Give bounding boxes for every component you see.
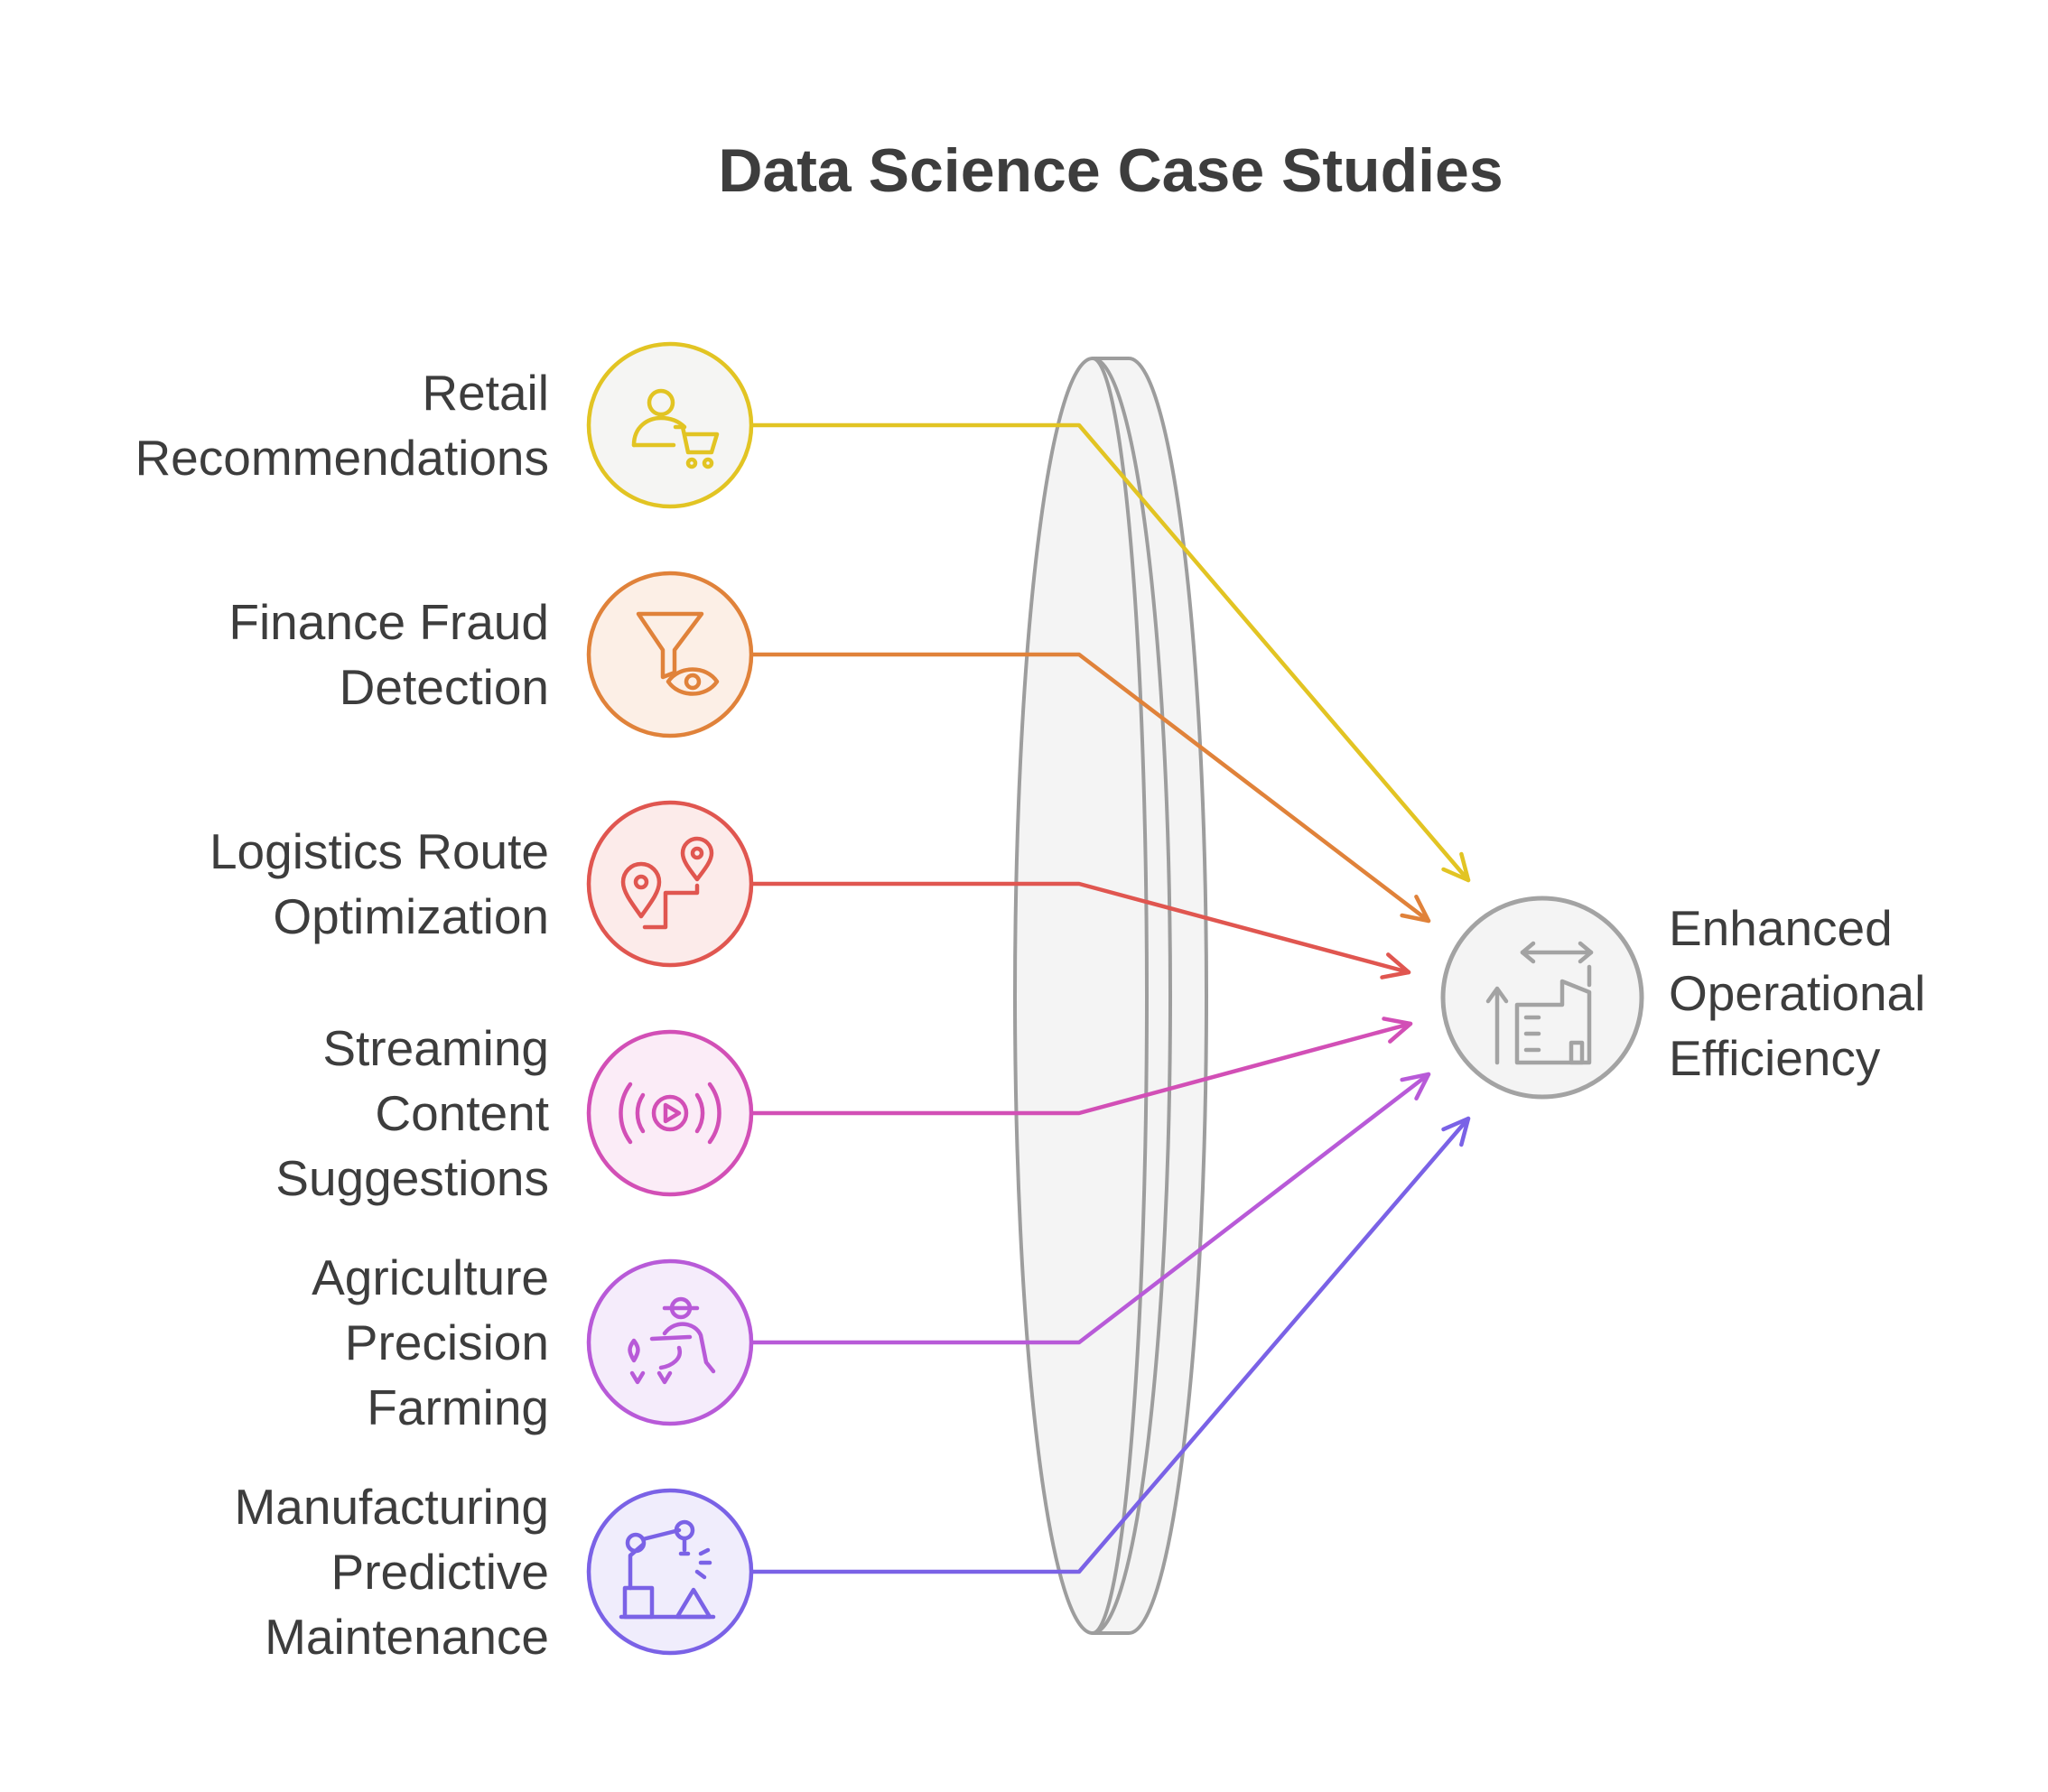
connector-arrow (749, 422, 1471, 883)
connector-line (749, 1021, 1413, 1116)
case-study-circle (586, 800, 754, 968)
connector-line (749, 652, 1431, 924)
output-circle (1440, 896, 1644, 1100)
case-study-node (586, 1029, 754, 1197)
case-study-circle (586, 571, 754, 738)
case-study-label-line: Retail (422, 365, 549, 421)
case-study-label-line: Maintenance (265, 1609, 549, 1665)
case-study-node (586, 800, 754, 968)
case-study-label-line: Logistics Route (209, 823, 549, 879)
case-study-label-line: Streaming (322, 1020, 549, 1076)
connector-arrow (749, 652, 1431, 924)
arrowhead (1441, 851, 1471, 883)
output-node (1440, 896, 1644, 1100)
arrowhead (1441, 1116, 1471, 1147)
building-growth-icon (1485, 941, 1594, 1065)
case-study-label-line: Detection (339, 659, 549, 715)
case-study-label-line: Suggestions (275, 1150, 549, 1206)
case-study-node (586, 1258, 754, 1426)
case-study-label-line: Optimization (273, 888, 549, 944)
connector-arrow (749, 1017, 1413, 1116)
connector-line (749, 1116, 1471, 1574)
filter-eye-icon (636, 611, 720, 696)
case-study-label-line: Precision (344, 1314, 549, 1370)
case-study-node (586, 341, 754, 509)
case-study-node (586, 1488, 754, 1656)
arrowhead (1380, 952, 1411, 980)
lens-shape (1013, 357, 1208, 1635)
case-study-circle (586, 1029, 754, 1197)
case-study-circle (586, 1258, 754, 1426)
output-label-line: Efficiency (1669, 1030, 1881, 1086)
output-label-line: Operational (1669, 965, 1926, 1021)
case-study-label-line: Predictive (330, 1544, 549, 1600)
case-study-label-line: Content (375, 1085, 549, 1141)
case-study-label-line: Recommendations (135, 430, 549, 486)
case-study-label-line: Finance Fraud (228, 594, 549, 650)
case-study-label-line: Agriculture (312, 1249, 549, 1305)
arrowhead (1382, 1017, 1413, 1044)
output-label-line: Enhanced (1669, 900, 1893, 956)
arrowhead (1400, 894, 1431, 924)
connector-line (749, 422, 1471, 883)
robot-arm-icon (619, 1519, 716, 1620)
broadcast-play-icon (619, 1082, 721, 1145)
connector-line (749, 1072, 1431, 1345)
output-label: Enhanced Operational Efficiency (1669, 896, 1925, 1091)
connector-arrow (749, 1072, 1431, 1345)
connector-arrow (749, 1116, 1471, 1574)
diagram-title: Data Science Case Studies (718, 136, 1503, 205)
case-study-label-line: Manufacturing (234, 1479, 549, 1535)
route-pins-icon (620, 836, 714, 930)
shopper-cart-icon (631, 388, 720, 469)
arrowhead (1400, 1072, 1431, 1101)
farmer-icon (628, 1296, 716, 1385)
case-study-node (586, 571, 754, 738)
case-study-circle (586, 341, 754, 509)
connector-line (749, 881, 1411, 975)
case-study-circle (586, 1488, 754, 1656)
lens-edge (1092, 357, 1149, 1635)
connector-arrow (749, 881, 1411, 980)
case-study-label-line: Farming (367, 1379, 549, 1435)
